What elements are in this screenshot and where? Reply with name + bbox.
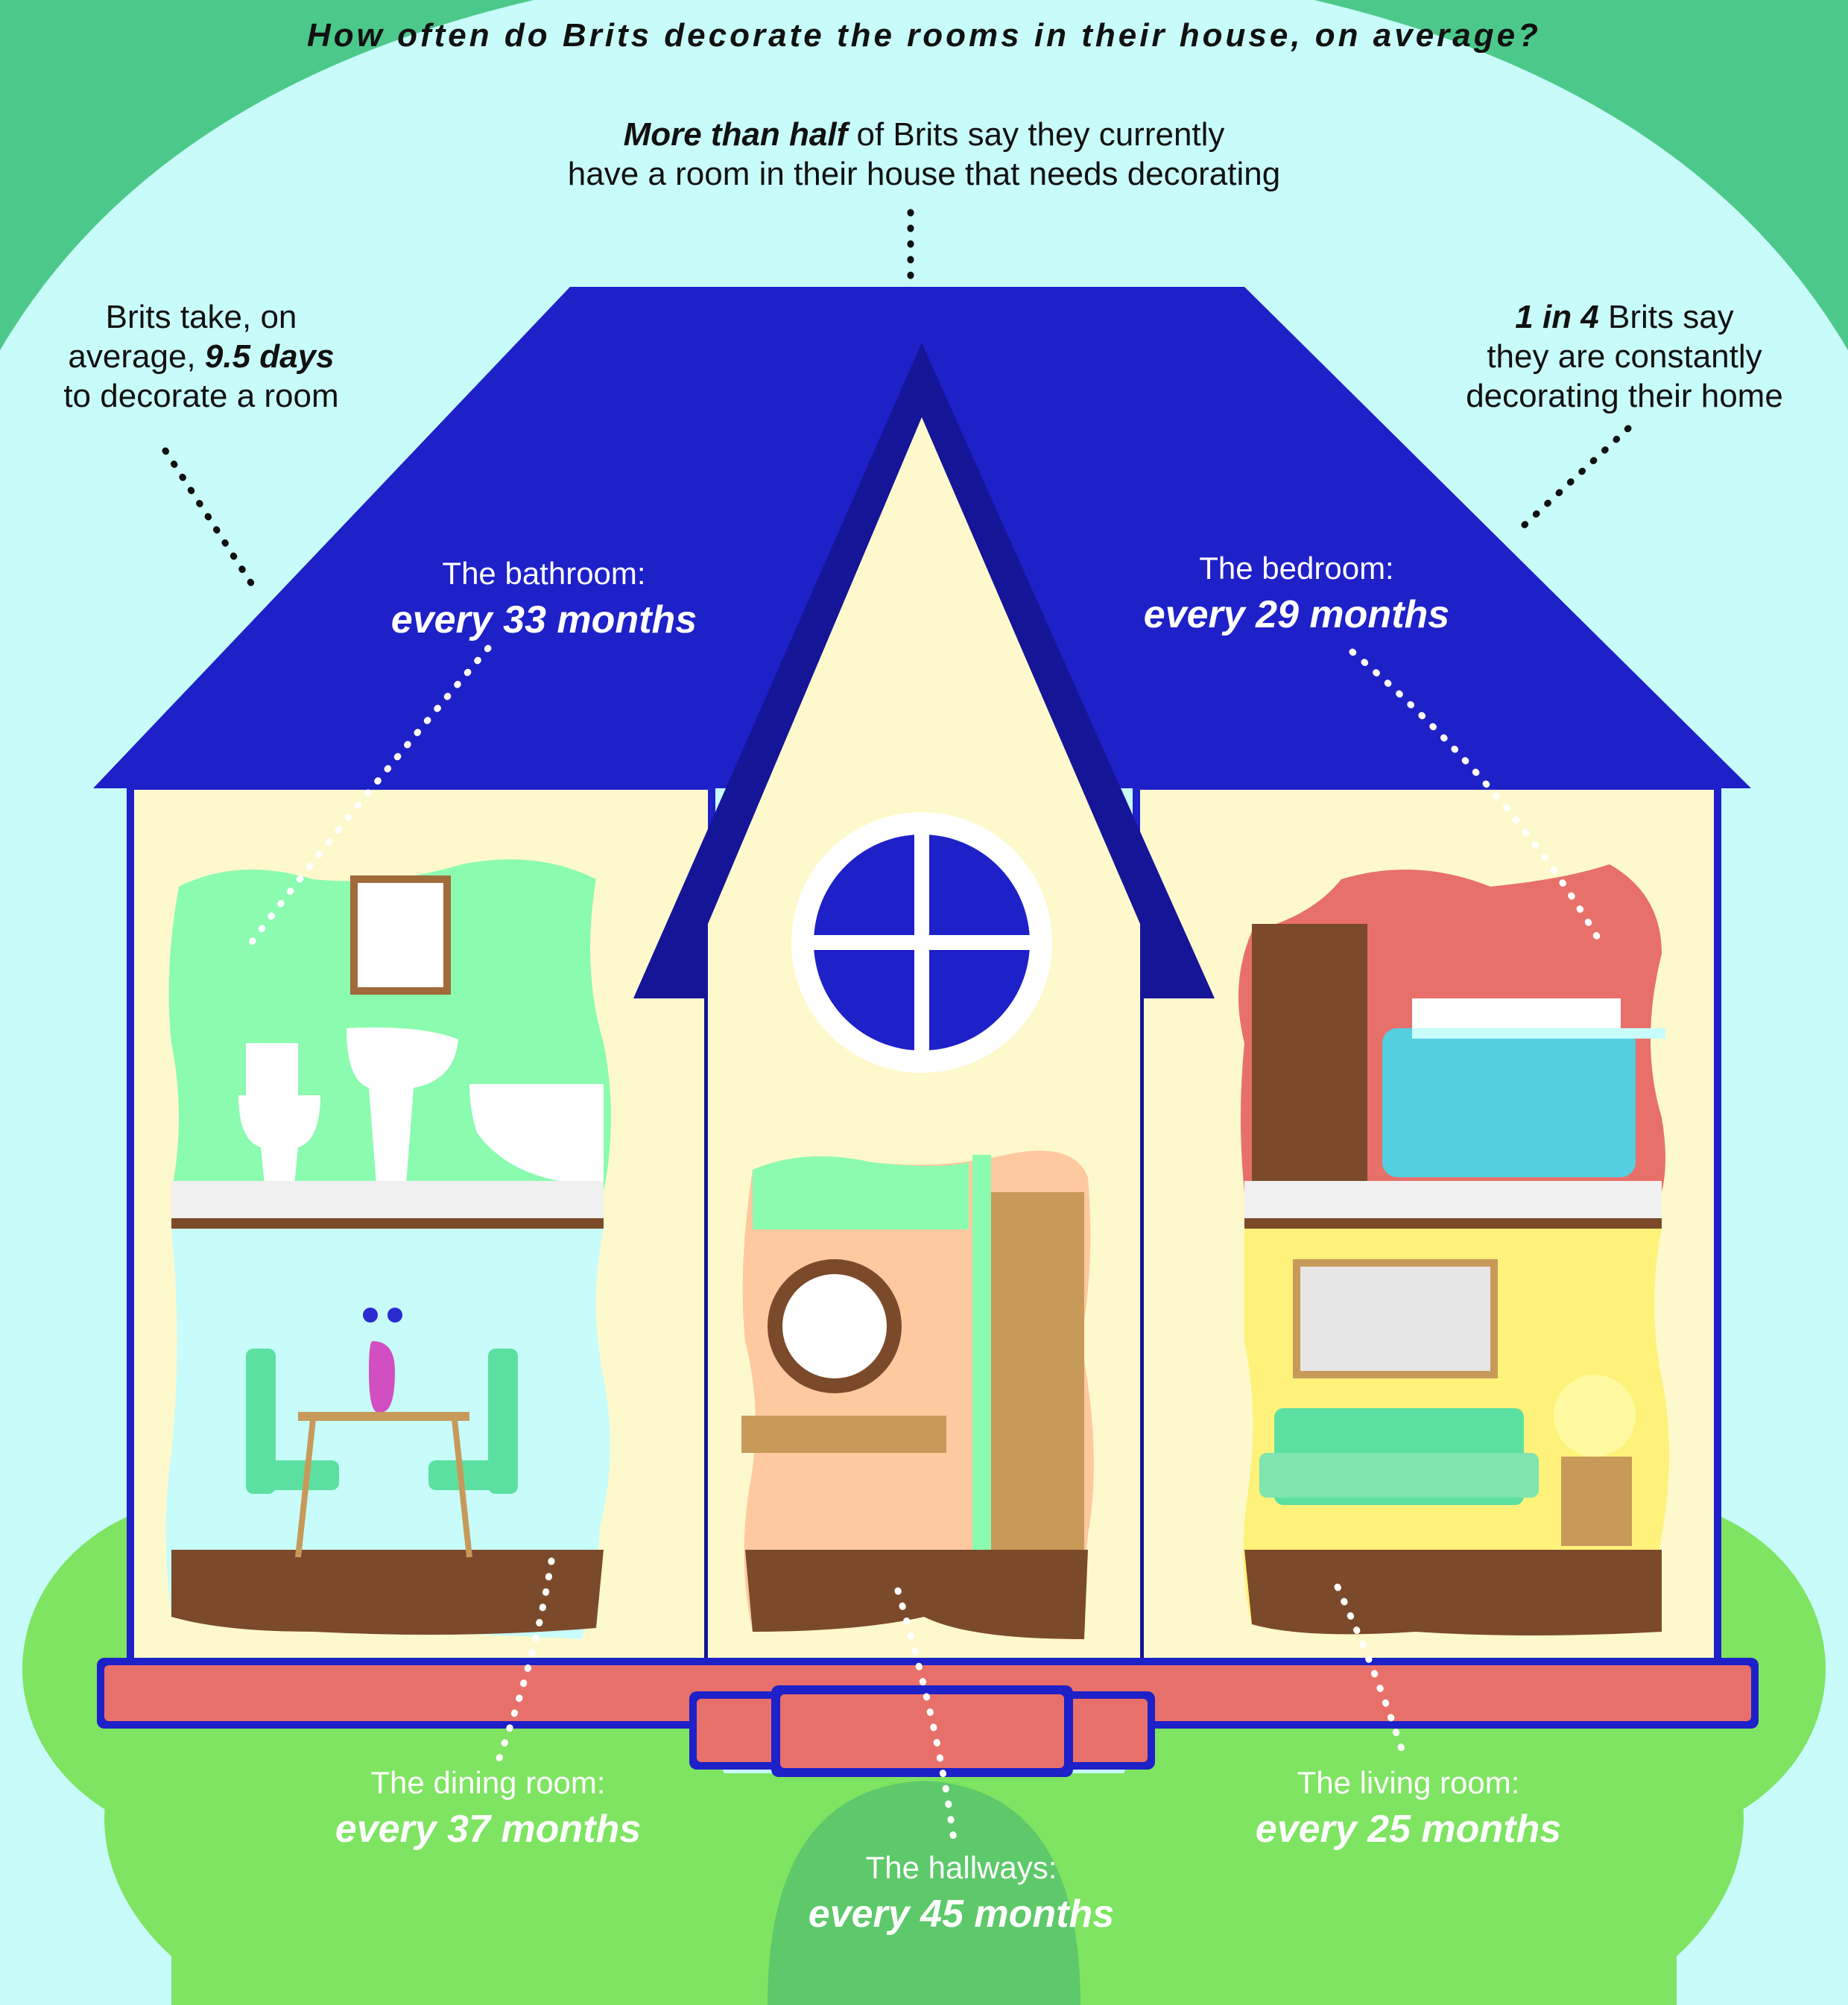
room-bedroom: The bedroom: every 29 months	[1110, 550, 1483, 639]
fact-right-bold: 1 in 4	[1515, 299, 1599, 335]
fact-top-line2: have a room in their house that needs de…	[567, 155, 1281, 192]
bedroom-scene	[1238, 864, 1665, 1229]
fact-left-bold: 9.5 days	[204, 338, 335, 375]
base-trim	[97, 1658, 1759, 1777]
fact-right-line3: decorating their home	[1466, 377, 1783, 414]
room-living: The living room: every 25 months	[1222, 1764, 1595, 1853]
fact-left-pre: average,	[68, 338, 205, 375]
room-hallways: The hallways: every 45 months	[775, 1849, 1148, 1938]
fact-left: Brits take, on average, 9.5 days to deco…	[30, 298, 373, 416]
fact-top-rest: of Brits say they currently	[847, 116, 1225, 153]
page-title: How often do Brits decorate the rooms in…	[307, 17, 1541, 54]
room-hallways-value: every 45 months	[808, 1892, 1115, 1936]
room-living-label: The living room:	[1297, 1765, 1520, 1800]
room-dining-value: every 37 months	[335, 1808, 642, 1852]
room-bathroom-label: The bathroom:	[442, 556, 646, 591]
pointer-lines-dark	[162, 209, 1632, 596]
hallway-scene	[741, 1150, 1094, 1639]
fact-top-bold: More than half	[623, 116, 848, 153]
pointer-lines-light	[242, 644, 1602, 1844]
room-dining-label: The dining room:	[370, 1765, 606, 1800]
fact-right-line2: they are constantly	[1487, 338, 1762, 375]
room-hallways-label: The hallways:	[865, 1850, 1057, 1885]
fact-right-rest: Brits say	[1598, 299, 1734, 335]
dining-room-scene	[165, 1229, 610, 1639]
fact-left-line1: Brits take, on	[105, 299, 297, 335]
room-dining: The dining room: every 37 months	[302, 1764, 674, 1853]
fact-top: More than half of Brits say they current…	[462, 115, 1386, 194]
bathroom-scene	[168, 859, 611, 1229]
fact-left-line3: to decorate a room	[63, 377, 339, 414]
room-bedroom-value: every 29 months	[1143, 593, 1450, 637]
room-bathroom: The bathroom: every 33 months	[358, 555, 730, 644]
room-living-value: every 25 months	[1255, 1808, 1562, 1852]
room-bedroom-label: The bedroom:	[1199, 551, 1394, 586]
room-bathroom-value: every 33 months	[390, 598, 697, 642]
living-room-scene	[1243, 1229, 1669, 1635]
fact-right: 1 in 4 Brits say they are constantly dec…	[1431, 298, 1818, 416]
